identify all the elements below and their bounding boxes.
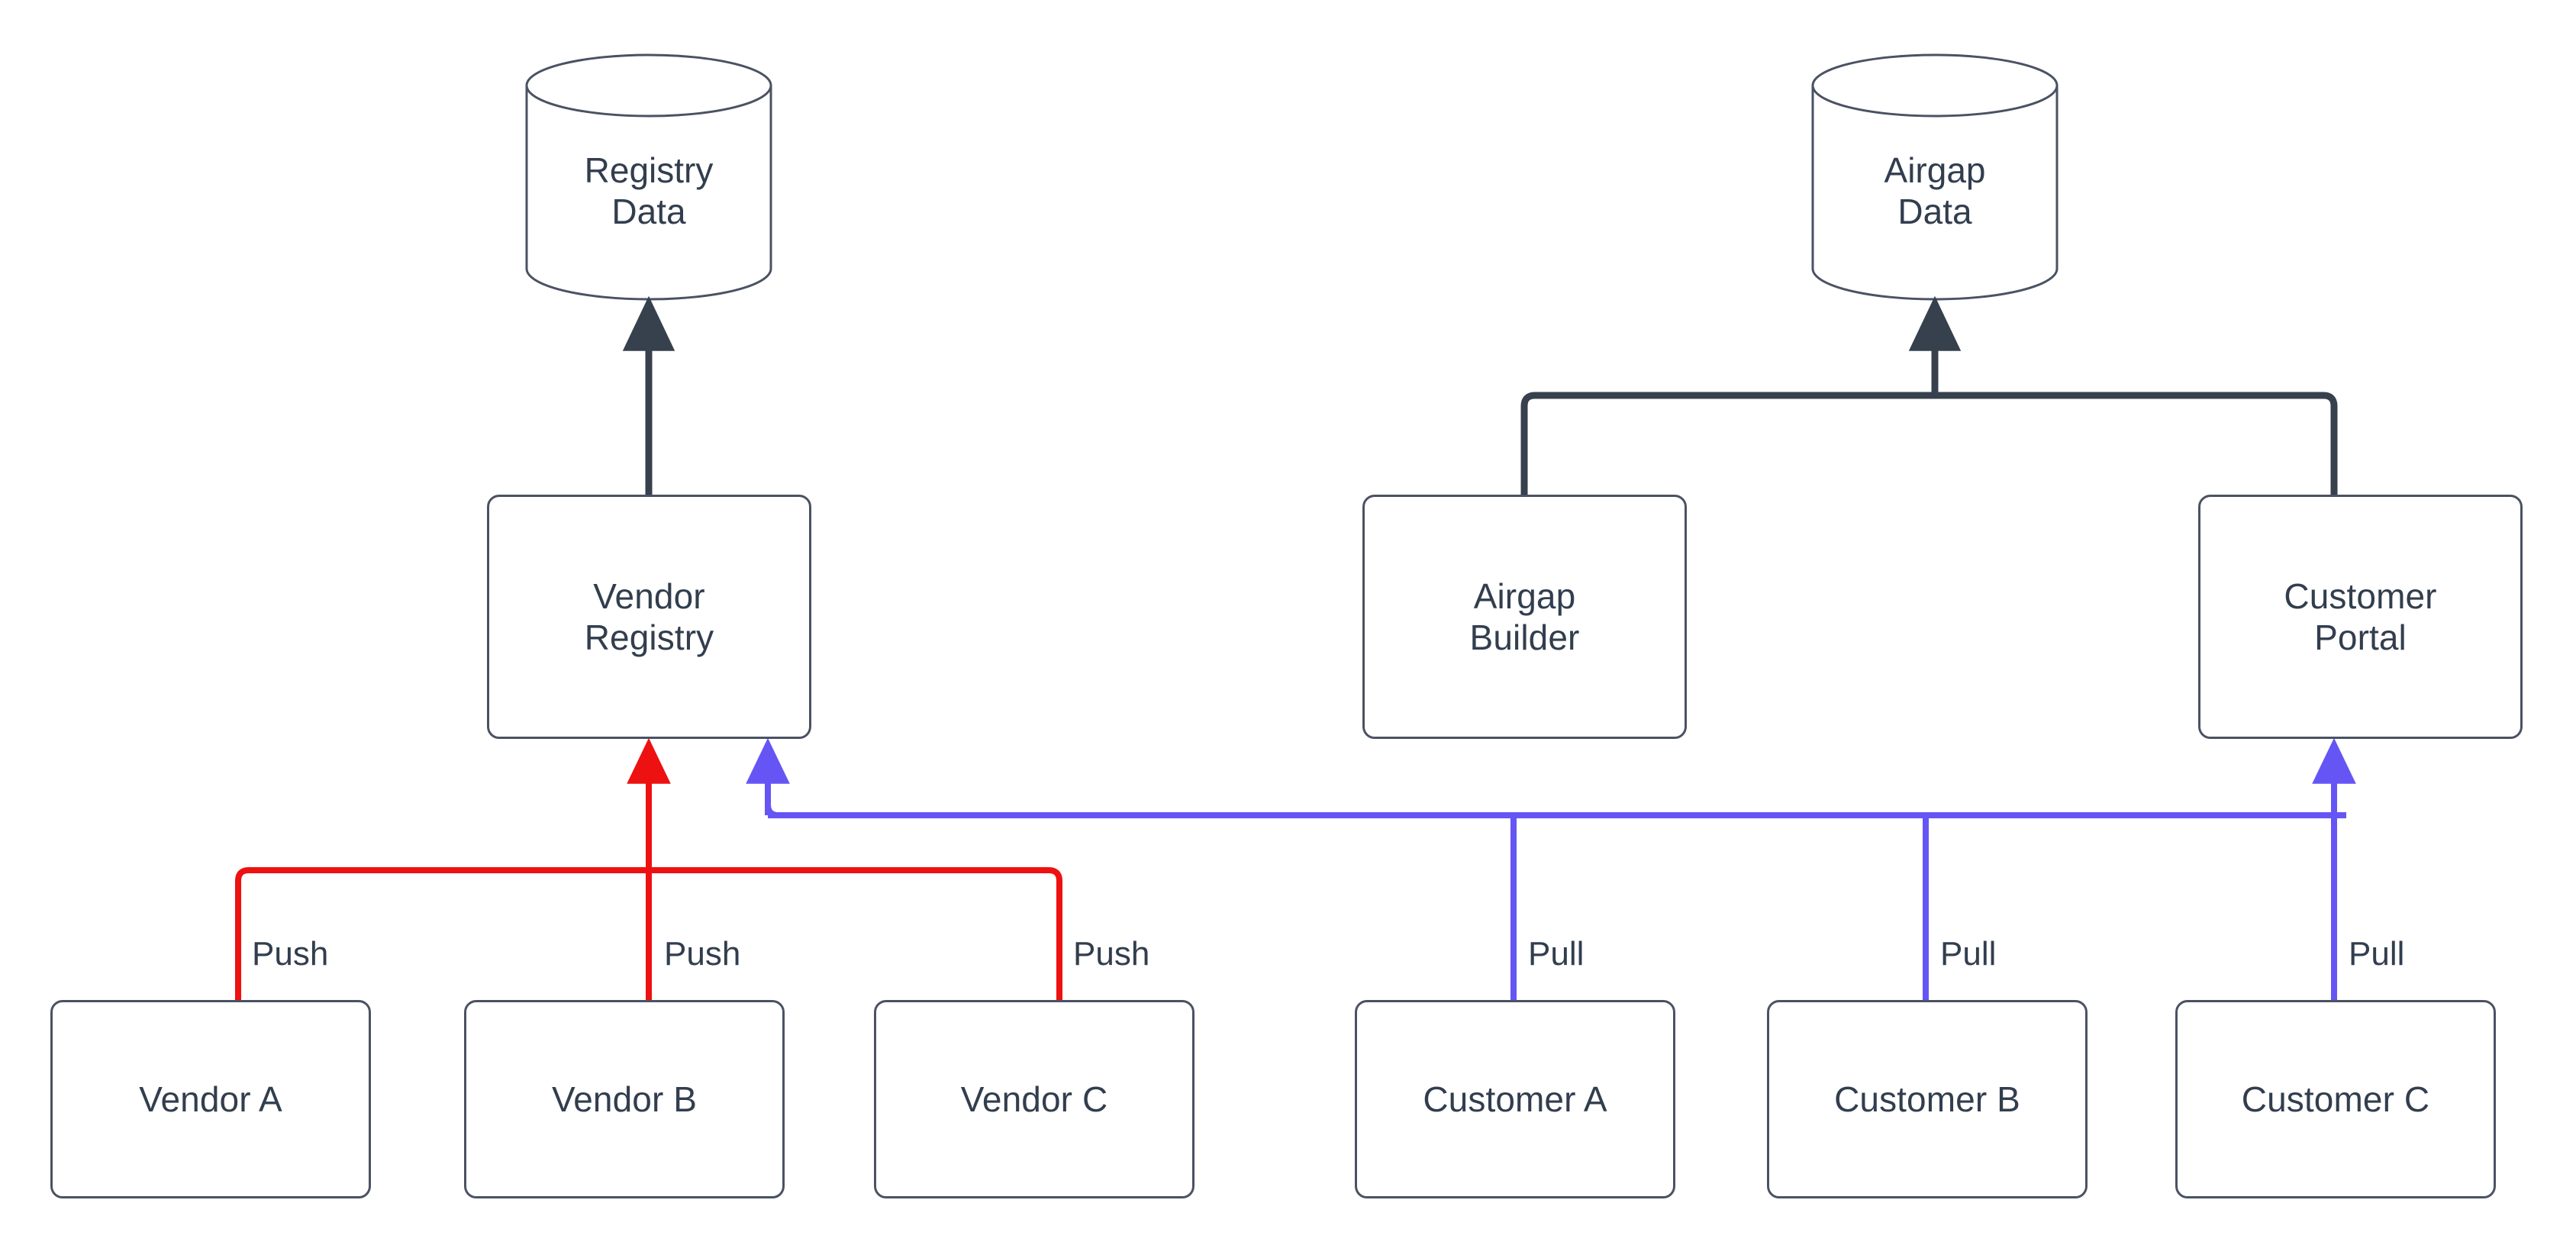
edge-label-push-vendor-c: Push [1073, 935, 1150, 973]
node-customer-b[interactable]: Customer B [1767, 1000, 2088, 1198]
node-airgap-builder-line2: Builder [1469, 618, 1580, 657]
node-vendor-b[interactable]: Vendor B [464, 1000, 785, 1198]
node-vendor-c[interactable]: Vendor C [874, 1000, 1195, 1198]
node-vendor-c-label: Vendor C [960, 1079, 1108, 1119]
edge-label-pull-customer-a: Pull [1528, 935, 1585, 973]
node-customer-portal[interactable]: Customer Portal [2198, 495, 2523, 739]
node-customer-portal-line1: Customer [2284, 576, 2437, 616]
airgap-data-cylinder [1811, 53, 2059, 301]
node-vendor-registry-line1: Vendor [593, 576, 705, 616]
node-customer-a[interactable]: Customer A [1355, 1000, 1675, 1198]
node-vendor-a-label: Vendor A [139, 1079, 282, 1119]
node-vendor-registry-line2: Registry [584, 618, 714, 657]
node-customer-b-label: Customer B [1834, 1079, 2020, 1119]
node-vendor-registry[interactable]: Vendor Registry [487, 495, 811, 739]
edge-pull-riser-to-vendor-registry [765, 750, 1528, 818]
node-customer-portal-line2: Portal [2314, 618, 2407, 657]
edge-label-push-vendor-a: Push [252, 935, 329, 973]
node-airgap-builder-line1: Airgap [1473, 576, 1576, 616]
node-airgap-builder[interactable]: Airgap Builder [1362, 495, 1687, 739]
node-vendor-b-label: Vendor B [551, 1079, 698, 1119]
registry-data-cylinder [525, 53, 772, 301]
node-customer-c[interactable]: Customer C [2175, 1000, 2496, 1198]
node-vendor-a[interactable]: Vendor A [50, 1000, 371, 1198]
edge-airgap-tree-horizontal [1520, 392, 2338, 495]
edge-label-pull-customer-b: Pull [1940, 935, 1997, 973]
edge-label-push-vendor-b: Push [664, 935, 741, 973]
node-customer-c-label: Customer C [2241, 1079, 2430, 1119]
edge-label-pull-customer-c: Pull [2349, 935, 2405, 973]
node-customer-a-label: Customer A [1423, 1079, 1607, 1119]
